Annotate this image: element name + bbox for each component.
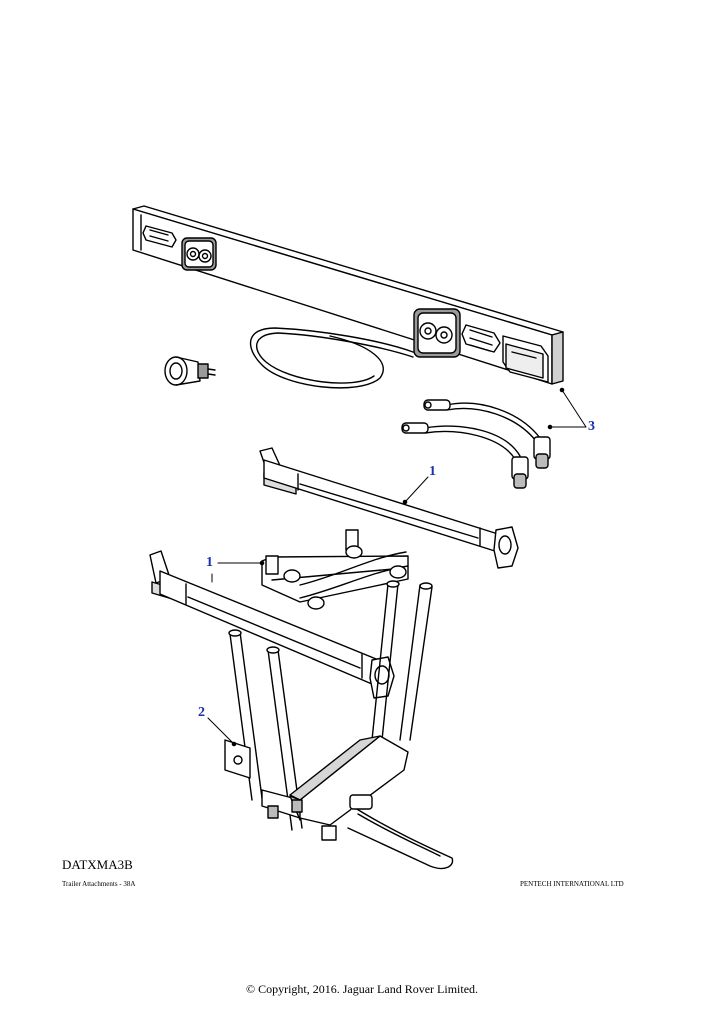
lower-support-bar	[149, 550, 395, 699]
cross-member	[261, 529, 409, 610]
upper-support-bar	[259, 447, 519, 569]
copyright-notice: © Copyright, 2016. Jaguar Land Rover Lim…	[245, 982, 479, 996]
drawing-code: DATXMA3B	[62, 857, 133, 872]
callout-1-upper-bar: 1	[429, 464, 436, 479]
wiring-loom	[401, 399, 551, 489]
callout-3-lighting-board: 3	[588, 419, 595, 434]
mounting-frame	[224, 580, 454, 870]
figure-caption: Trailer Attachments - 38A	[62, 880, 136, 888]
trailer-plug	[164, 356, 216, 386]
coiled-cable	[249, 327, 414, 389]
publisher-caption: PENTECH INTERNATIONAL LTD	[520, 880, 624, 888]
lighting-board	[132, 205, 564, 385]
callout-2-mounting-frame: 2	[198, 705, 205, 720]
leader-lines	[207, 387, 587, 747]
callout-1-lower-bar: 1	[206, 555, 213, 570]
